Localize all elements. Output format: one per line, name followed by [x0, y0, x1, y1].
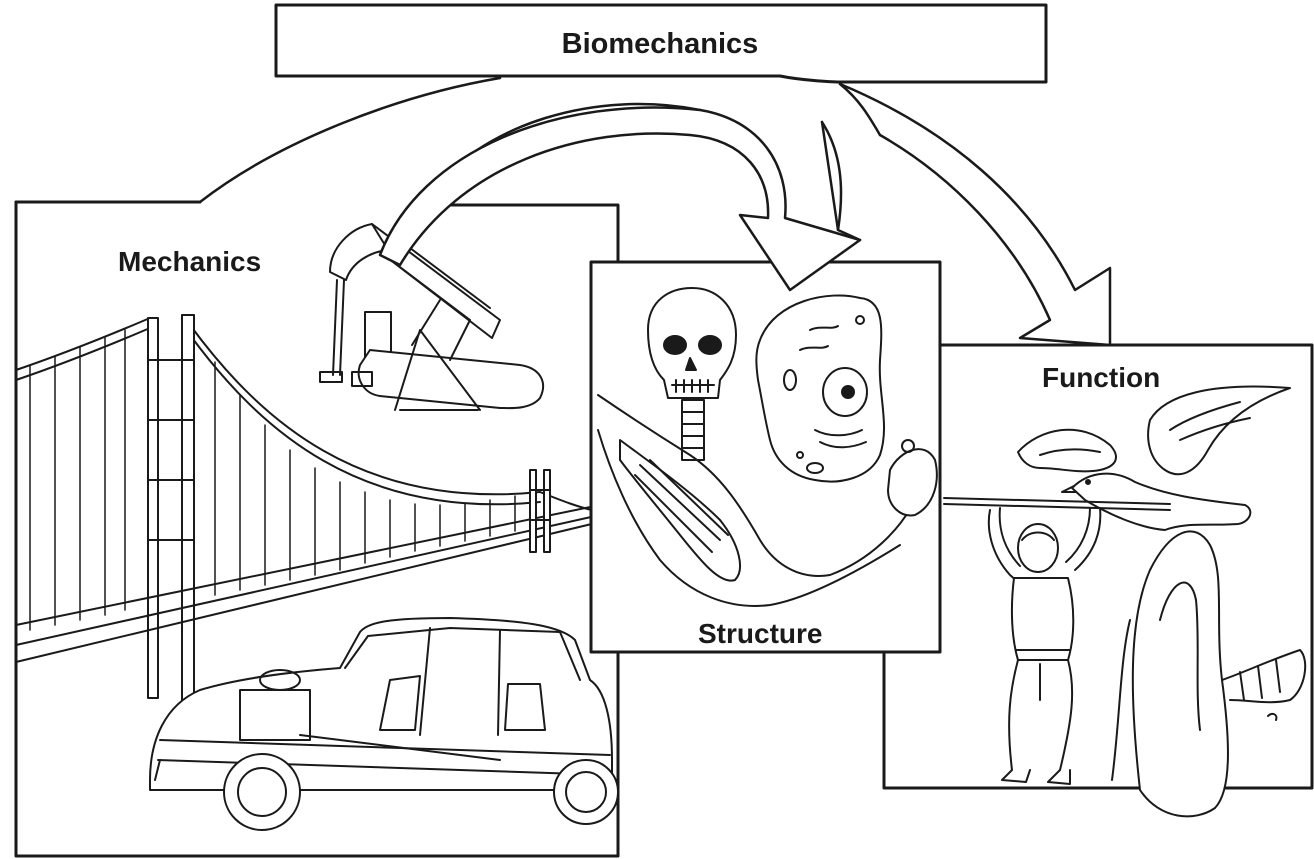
structure-label: Structure — [698, 618, 823, 649]
automobile-illustration — [149, 617, 619, 831]
mechanics-label: Mechanics — [118, 246, 262, 277]
function-panel — [882, 343, 1314, 818]
skull-illustration — [647, 287, 737, 461]
diagram-title: Biomechanics — [561, 28, 759, 60]
seagull-illustration — [1017, 385, 1291, 531]
title-box — [274, 3, 1048, 84]
arm-muscle-illustration — [597, 394, 938, 607]
mechanics-panel — [14, 200, 620, 858]
function-label: Function — [1042, 362, 1161, 393]
cell-illustration — [755, 294, 886, 483]
suspension-bridge-illustration — [15, 314, 601, 701]
weightlifter-illustration — [943, 497, 1171, 785]
structure-panel — [589, 260, 942, 654]
oil-pump-jack-illustration — [319, 223, 545, 411]
ear-illustration — [1111, 530, 1307, 818]
structure-arrow — [378, 106, 862, 292]
function-arrow — [838, 82, 1112, 347]
bridge-suspender-cables — [29, 329, 516, 631]
